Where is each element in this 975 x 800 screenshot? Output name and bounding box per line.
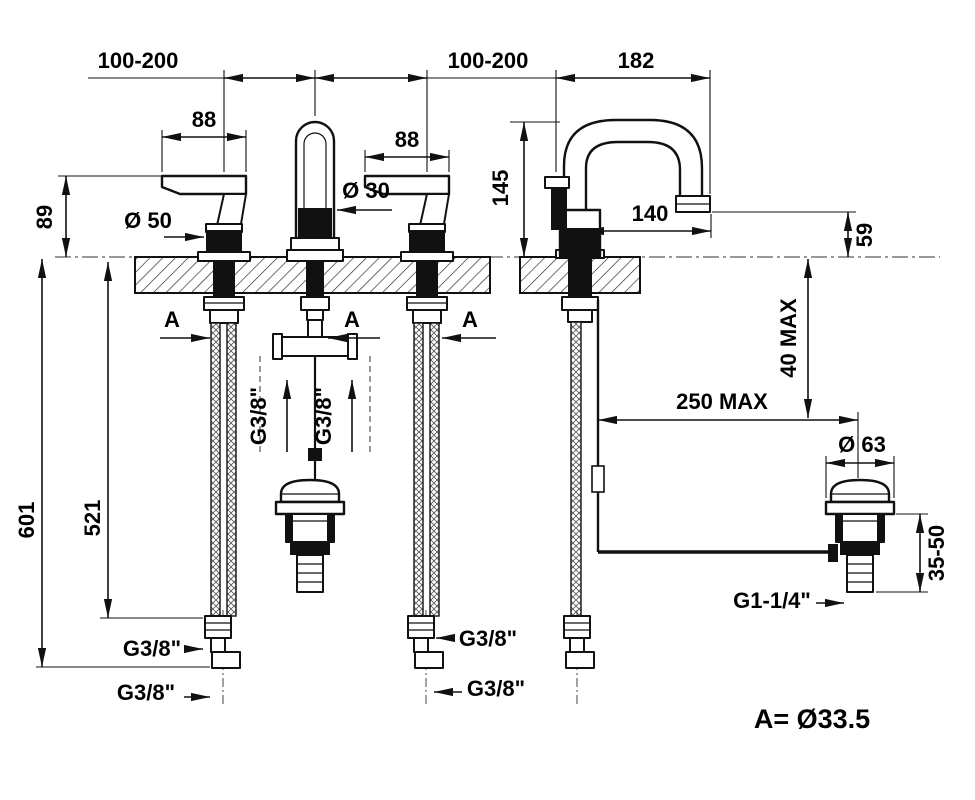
dim-drain-diameter-label: Ø 63: [838, 432, 886, 457]
thread-drain-label: G1-1/4": [733, 588, 811, 613]
dim-deck-thickness-max: 40 MAX: [776, 259, 813, 418]
dim-handle-height-label: 89: [32, 205, 57, 229]
spout-front: [259, 120, 371, 479]
dim-spout-span-label: 182: [618, 48, 655, 73]
hole-diameter-note: A= Ø33.5: [754, 704, 870, 734]
thread-tee-right-label: G3/8": [311, 387, 336, 445]
popup-drain-front: [274, 478, 346, 594]
dim-outlet-height-label: 59: [852, 223, 877, 247]
thread-left-lower-label: G3/8": [117, 680, 175, 705]
dim-spout-diameter: Ø 30: [337, 178, 392, 215]
hole-callout-center: A: [328, 307, 380, 343]
thread-right-lower-callout: G3/8": [434, 676, 525, 701]
dim-hose-height-label: 521: [80, 500, 105, 537]
dim-spout-reach: 140: [585, 201, 712, 238]
dim-handle-width-right: 88: [364, 127, 450, 172]
dim-spout-reach-label: 140: [632, 201, 669, 226]
dim-spread-right: 100-200: [315, 48, 556, 172]
thread-tee-left-callout: G3/8": [246, 380, 292, 452]
dim-hose-height: 521: [80, 262, 203, 619]
thread-right-lower-label: G3/8": [467, 676, 525, 701]
thread-right-upper-callout: G3/8": [436, 626, 517, 651]
popup-drain-side: [824, 478, 896, 594]
handle-left: [160, 174, 252, 706]
dim-drain-diameter: Ø 63: [825, 432, 895, 498]
dim-handle-diameter: Ø 50: [124, 208, 204, 242]
dim-spread-left: 100-200: [88, 48, 316, 172]
dim-handle-diameter-label: Ø 50: [124, 208, 172, 233]
dim-total-height-label: 601: [14, 502, 39, 539]
thread-tee-left-label: G3/8": [246, 387, 271, 445]
dim-deck-thickness-max-label: 40 MAX: [776, 298, 801, 378]
dim-handle-width-right-label: 88: [395, 127, 419, 152]
thread-tee-right-callout: G3/8": [311, 380, 357, 452]
thread-left-upper-callout: G3/8": [123, 636, 203, 661]
hole-label-center: A: [344, 307, 360, 332]
hole-callout-left: A: [160, 307, 210, 343]
thread-left-lower-callout: G3/8": [117, 680, 210, 705]
dim-handle-height: 89: [32, 175, 162, 257]
dim-popup-rod-max: 250 MAX: [598, 389, 859, 478]
dim-drain-height-range: 35-50: [876, 513, 949, 593]
hole-callout-right: A: [442, 307, 496, 343]
thread-drain-callout: G1-1/4": [733, 588, 844, 613]
dim-handle-width-left-label: 88: [192, 107, 216, 132]
dim-popup-rod-max-label: 250 MAX: [676, 389, 768, 414]
dim-spread-right-label: 100-200: [448, 48, 529, 73]
hole-label-right: A: [462, 307, 478, 332]
dim-drain-height-range-label: 35-50: [924, 525, 949, 581]
dim-spout-diameter-label: Ø 30: [342, 178, 390, 203]
dim-spout-height-label: 145: [488, 170, 513, 207]
thread-left-upper-label: G3/8": [123, 636, 181, 661]
dim-spout-height: 145: [488, 121, 560, 257]
dim-handle-width-left: 88: [161, 107, 247, 172]
dim-spout-span: 182: [555, 48, 711, 194]
hole-label-left: A: [164, 307, 180, 332]
thread-right-upper-label: G3/8": [459, 626, 517, 651]
dim-outlet-height: 59: [712, 211, 877, 257]
handle-right: [363, 174, 455, 706]
dim-spread-left-label: 100-200: [98, 48, 179, 73]
dim-total-height: 601: [14, 259, 210, 668]
